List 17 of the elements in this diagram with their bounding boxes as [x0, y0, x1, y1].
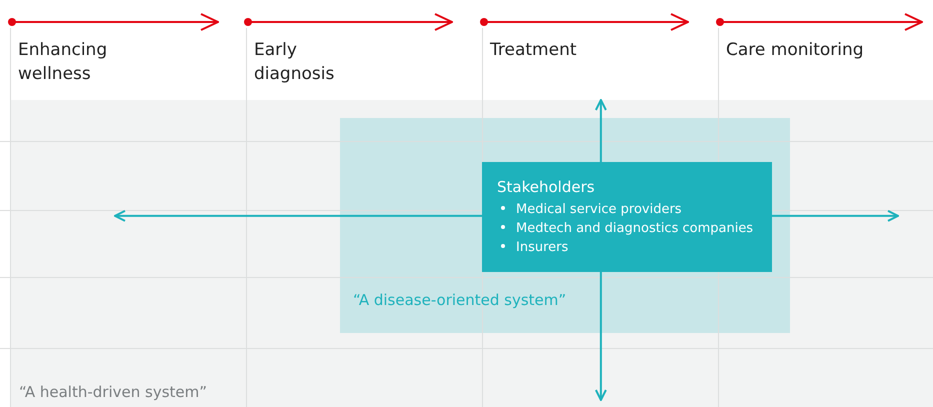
- system-area: [340, 118, 790, 333]
- arrow: [114, 210, 482, 222]
- bullet-item: Medtech and diagnostics companies: [516, 221, 754, 236]
- bullet-item: Insurers: [516, 240, 568, 255]
- stage-label: Treatment: [490, 39, 578, 62]
- arrow: [772, 210, 899, 222]
- stage-label: Care monitoring: [726, 39, 865, 62]
- system-area: [10, 100, 933, 407]
- stakeholder-box: [482, 162, 772, 272]
- bullet-item: Medical service providers: [516, 202, 682, 217]
- box-heading: Stakeholders: [497, 178, 596, 196]
- system-caption: “A health-driven system”: [19, 383, 207, 401]
- stage-label: Early diagnosis: [254, 39, 336, 86]
- arrow: [594, 99, 607, 162]
- stage-label: Enhancing wellness: [18, 39, 108, 86]
- arrow: [594, 272, 607, 401]
- system-caption: “A disease-oriented system”: [353, 291, 566, 309]
